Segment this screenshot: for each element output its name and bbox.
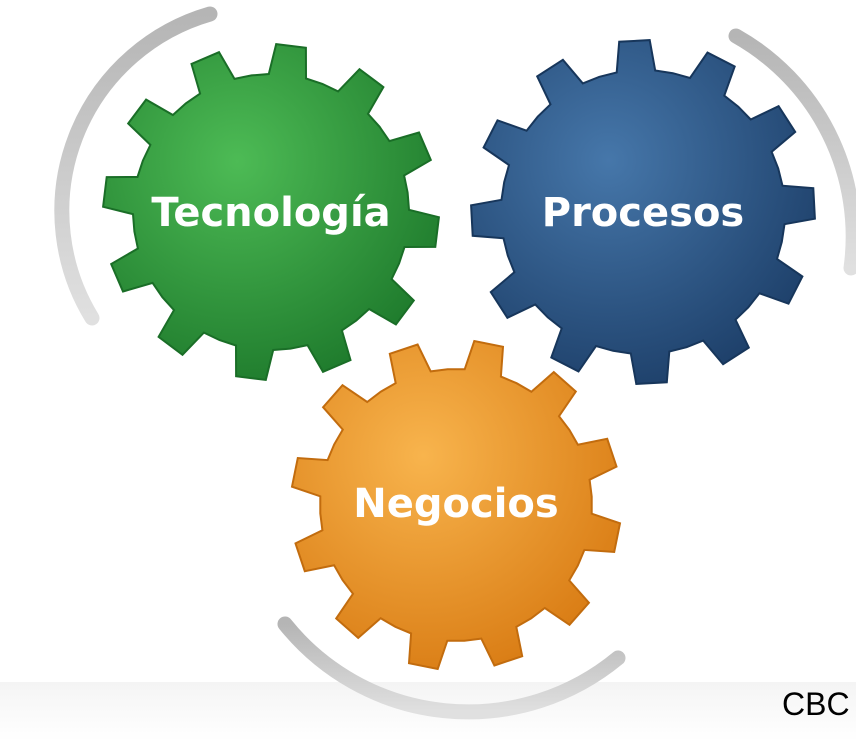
gear-procesos: Procesos — [470, 39, 816, 385]
arc-bottom — [277, 616, 626, 720]
gear-label-procesos: Procesos — [542, 190, 744, 236]
arc-right — [728, 28, 856, 276]
arc-left — [54, 6, 218, 326]
gear-icon — [470, 39, 816, 385]
gear-icon — [290, 339, 622, 671]
gear-label-negocios: Negocios — [353, 481, 558, 527]
gear-label-tecnologia: Tecnología — [151, 190, 390, 236]
gear-icon — [102, 43, 440, 381]
corner-text: CBC — [782, 686, 850, 722]
gear-negocios: Negocios — [290, 339, 622, 671]
gear-tecnologia: Tecnología — [102, 43, 440, 381]
